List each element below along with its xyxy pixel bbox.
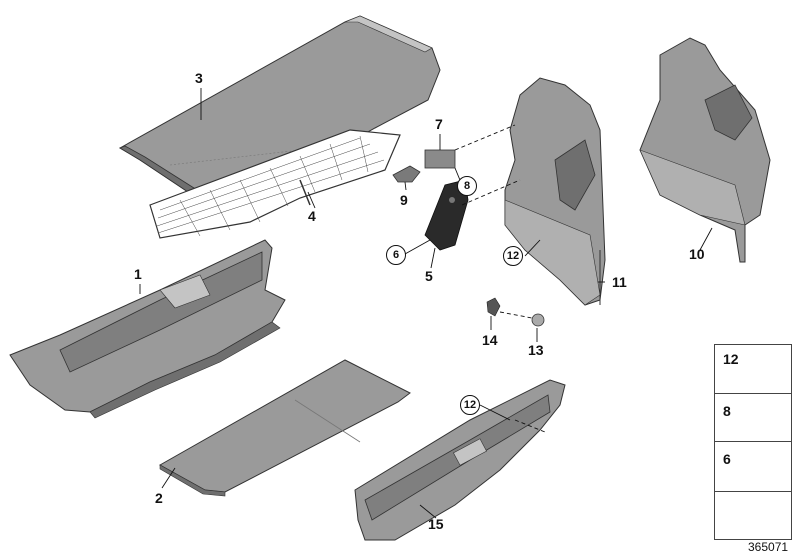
side-trim-left-part-11 [504, 77, 606, 306]
circled-6: 6 [386, 245, 406, 265]
floor-trim-part-1 [9, 239, 286, 419]
callout-1: 1 [134, 266, 142, 282]
legend-row: 6 [715, 441, 791, 492]
circled-8: 8 [457, 176, 477, 196]
legend-row: 8 [715, 393, 791, 442]
callout-3: 3 [195, 70, 203, 86]
cargo-net-part-4 [149, 129, 401, 239]
circled-12-side-trim: 12 [503, 246, 523, 266]
clip-part-7 [424, 149, 456, 169]
callout-14: 14 [482, 332, 498, 348]
hook-part-9 [392, 165, 421, 183]
legend-row: 12 [715, 345, 791, 394]
callout-9: 9 [400, 192, 408, 208]
circled-12-sill-trim: 12 [460, 395, 480, 415]
parcel-shelf-part-3 [119, 15, 441, 201]
fastener-legend: 12 8 6 [714, 344, 792, 540]
fastener-part-14 [486, 297, 501, 317]
legend-number: 8 [723, 403, 731, 419]
legend-number: 12 [723, 351, 739, 367]
fastener-part-13 [531, 313, 545, 327]
callout-5: 5 [425, 268, 433, 284]
bracket-part-5 [424, 179, 469, 251]
callout-4: 4 [308, 208, 316, 224]
callout-11: 11 [612, 274, 627, 290]
callout-10: 10 [689, 246, 705, 262]
loading-sill-trim-part-15 [354, 379, 566, 541]
leader-lines [139, 88, 713, 519]
legend-number: 6 [723, 451, 731, 467]
reference-number: 365071 [748, 540, 789, 554]
callout-2: 2 [155, 490, 163, 506]
dash-dot-lines [454, 124, 546, 433]
callout-15: 15 [428, 516, 444, 532]
floor-mat-part-2 [158, 359, 411, 497]
callout-7: 7 [435, 116, 443, 132]
side-trim-right-part-10 [639, 37, 771, 263]
callout-13: 13 [528, 342, 544, 358]
